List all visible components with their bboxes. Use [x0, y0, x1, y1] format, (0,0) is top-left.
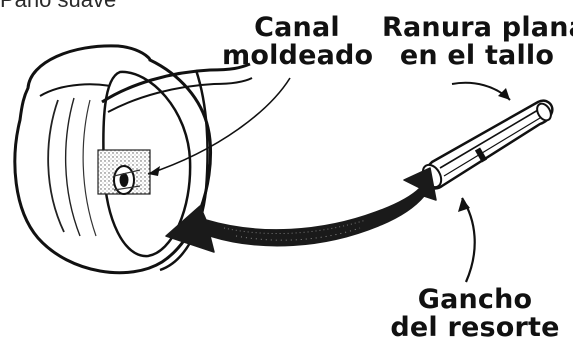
- label-molded-channel-line1: Canal: [254, 12, 340, 43]
- label-molded-channel-line2: moldeado: [222, 39, 374, 71]
- label-spring-hook: Gancho del resorte: [380, 286, 570, 341]
- spring-hook-notch: [474, 147, 488, 163]
- label-spring-hook-line2: del resorte: [390, 311, 560, 343]
- gancho-pointer-arrow: [461, 197, 476, 283]
- stem-flat-slot: [439, 109, 539, 169]
- label-molded-channel: Canal moldeado: [222, 12, 374, 71]
- canal-leader-line: [147, 77, 291, 175]
- stem-rod-body: [422, 99, 554, 190]
- label-soft-pad-text: Paño suave: [0, 0, 116, 12]
- stem-rod-illustration: [421, 99, 554, 190]
- ranura-pointer-arrow: [451, 81, 511, 101]
- label-spring-hook-line1: Gancho: [417, 284, 533, 315]
- label-flat-slot-stem-line1: Ranura plana: [382, 12, 573, 43]
- pad-cup-illustration: [13, 44, 253, 275]
- double-headed-arrow: [165, 167, 437, 253]
- label-flat-slot-stem: Ranura plana en el tallo: [382, 12, 573, 71]
- label-flat-slot-stem-line2: en el tallo: [399, 39, 555, 71]
- label-soft-pad: Paño suave: [0, 0, 116, 11]
- pad-strap: [101, 62, 251, 104]
